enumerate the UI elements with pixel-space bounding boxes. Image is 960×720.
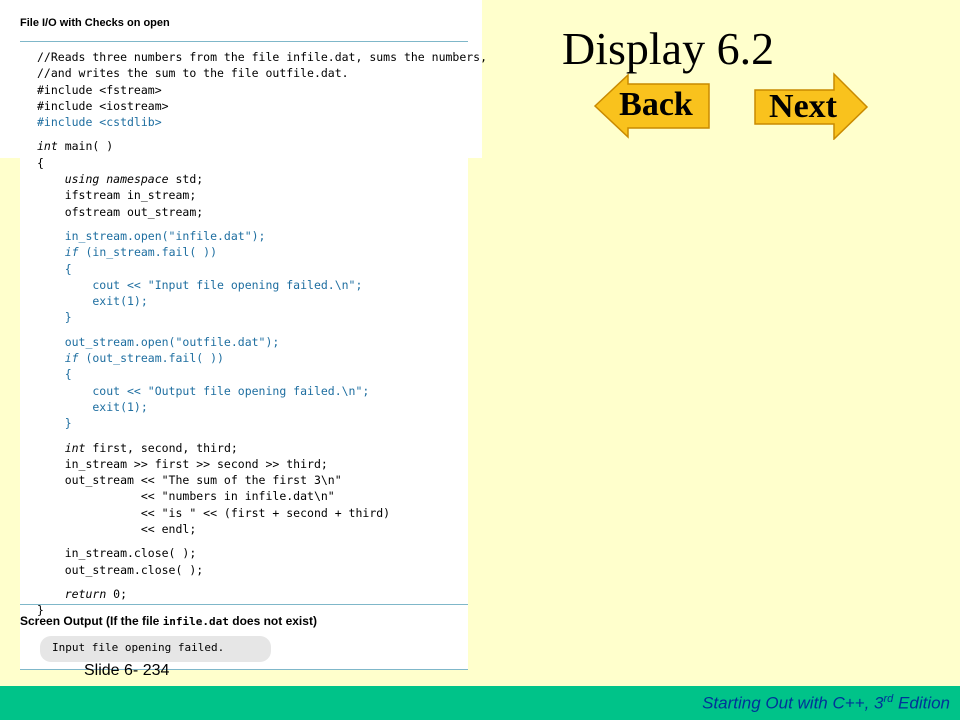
code-line: ofstream out_stream; [37, 204, 204, 219]
code-line: int first, second, third; [64, 440, 238, 455]
code-line: //Reads three numbers from the file infi… [37, 50, 488, 64]
footer-edition: Edition [893, 693, 950, 713]
screen-output-title-prefix: Screen Output (If the file [20, 614, 163, 628]
right-arrow-icon [754, 72, 869, 140]
code-line: } [37, 310, 72, 325]
code-keyword: if [64, 245, 79, 260]
code-line-blank [37, 130, 487, 138]
code-line: { [37, 367, 72, 382]
code-line: in_stream.close( ); [37, 546, 197, 561]
listing-title: File I/O with Checks on open [20, 17, 170, 29]
listing-bottom-rule [20, 669, 468, 670]
next-button-label: Next [769, 88, 837, 125]
code-line: << endl; [37, 522, 197, 537]
code-line: out_stream.open("outfile.dat"); [37, 334, 280, 349]
code-line: #include <fstream> [37, 82, 162, 97]
code-line: return 0; [64, 586, 128, 601]
code-line: //and writes the sum to the file outfile… [37, 66, 349, 81]
code-panel [0, 0, 482, 158]
code-line-blank [37, 220, 487, 228]
screen-output-title: Screen Output (If the file infile.dat do… [20, 614, 317, 628]
code-line: #include <iostream> [37, 98, 169, 113]
footer-ordinal: rd [883, 693, 894, 705]
code-line-blank [37, 326, 487, 334]
code-keyword: using namespace [64, 172, 169, 187]
code-panel-body [20, 158, 468, 670]
slide-number: Slide 6- 234 [84, 662, 170, 679]
listing-title-divider [20, 41, 468, 42]
code-line: in_stream.open("infile.dat"); [37, 228, 266, 243]
screen-output-title-suffix: does not exist) [228, 614, 317, 628]
code-line: cout << "Input file opening failed.\n"; [37, 277, 363, 292]
output-divider [20, 604, 468, 605]
code-line: } [37, 603, 44, 618]
code-keyword: return [64, 586, 107, 601]
code-line-blank [37, 432, 487, 440]
left-arrow-icon [593, 73, 710, 139]
code-line: << "numbers in infile.dat\n" [37, 489, 335, 504]
code-line: #include <cstdlib> [37, 115, 162, 130]
code-line: if (out_stream.fail( )) [64, 351, 224, 366]
code-line: { [37, 261, 72, 276]
code-line: exit(1); [37, 294, 148, 309]
footer-edition-label: Starting Out with C++, 3rd Edition [702, 693, 950, 714]
code-line-blank [37, 578, 487, 586]
back-button[interactable]: Back [592, 72, 712, 140]
code-keyword: if [64, 351, 79, 366]
code-line-blank [37, 537, 487, 545]
code-line: out_stream.close( ); [37, 562, 204, 577]
code-line: int main( ) [37, 139, 114, 154]
code-line: exit(1); [37, 399, 148, 414]
code-keyword: int [64, 440, 86, 455]
back-button-label: Back [619, 86, 693, 123]
code-line: using namespace std; [64, 172, 204, 187]
code-line: << "is " << (first + second + third) [37, 505, 391, 520]
code-listing: //Reads three numbers from the file infi… [37, 49, 487, 619]
code-line: } [37, 416, 72, 431]
screen-output-box: Input file opening failed. [40, 636, 271, 662]
code-line: in_stream >> first >> second >> third; [37, 456, 328, 471]
code-line: { [37, 155, 44, 170]
code-line: cout << "Output file opening failed.\n"; [37, 383, 370, 398]
code-line: ifstream in_stream; [37, 188, 197, 203]
slide-title: Display 6.2 [562, 23, 775, 74]
code-keyword: int [37, 139, 58, 154]
code-line: out_stream << "The sum of the first 3\n" [37, 473, 342, 488]
code-line: if (in_stream.fail( )) [64, 245, 218, 260]
screen-output-text: Input file opening failed. [52, 641, 225, 654]
screen-output-title-file: infile.dat [162, 615, 229, 628]
next-button[interactable]: Next [752, 72, 872, 140]
footer-title: Starting Out with C++, 3 [702, 693, 884, 713]
footer-bar: Starting Out with C++, 3rd Edition [0, 686, 960, 720]
